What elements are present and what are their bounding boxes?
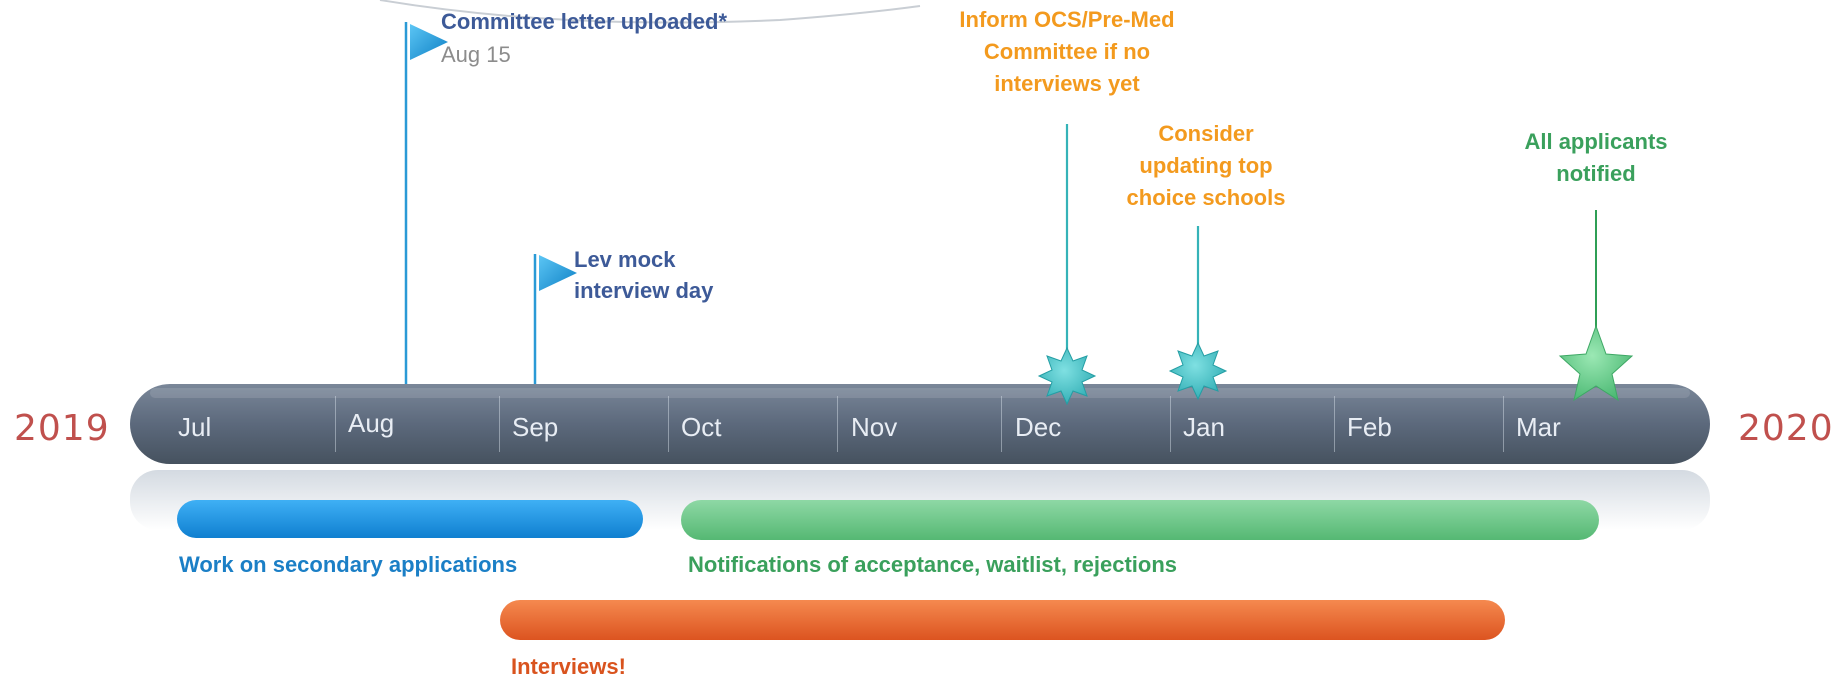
month-label: Jul bbox=[178, 412, 212, 442]
month-separator bbox=[499, 396, 500, 452]
inform-ocs-line: interviews yet bbox=[994, 71, 1140, 96]
star-icon bbox=[1558, 324, 1634, 402]
month-label: Nov bbox=[851, 412, 898, 442]
timeline-bar bbox=[130, 384, 1710, 464]
flag-icon bbox=[539, 255, 577, 291]
end-year: 2020 bbox=[1738, 408, 1834, 449]
secondary-applications-label: Work on secondary applications bbox=[179, 552, 518, 577]
month-separator bbox=[1170, 396, 1171, 452]
month-label: Oct bbox=[681, 412, 722, 442]
notifications-bar bbox=[681, 500, 1599, 540]
lev-mock-line: Lev mock bbox=[574, 247, 676, 272]
decorative-arc bbox=[379, 0, 921, 24]
consider-updating-line: Consider bbox=[1158, 121, 1254, 146]
secondary-applications-bar bbox=[177, 500, 643, 538]
month-label: Jan bbox=[1183, 412, 1225, 442]
month-separator bbox=[1001, 396, 1002, 452]
lev-mock-line: interview day bbox=[574, 278, 714, 303]
inform-ocs-line: Committee if no bbox=[983, 39, 1151, 64]
committee-letter-date: Aug 15 bbox=[441, 42, 511, 67]
month-label: Sep bbox=[512, 412, 559, 442]
month-separator bbox=[1334, 396, 1335, 452]
committee-letter-title: Committee letter uploaded* bbox=[441, 9, 728, 34]
month-label: Dec bbox=[1015, 412, 1062, 442]
flag-icon bbox=[410, 24, 448, 60]
notifications-label: Notifications of acceptance, waitlist, r… bbox=[688, 552, 1178, 577]
month-separator bbox=[335, 396, 336, 452]
consider-updating-label: Consider updating top choice schools bbox=[1076, 118, 1336, 214]
interviews-bar bbox=[500, 600, 1505, 640]
inform-ocs-line: Inform OCS/Pre-Med bbox=[959, 7, 1175, 32]
all-notified-line: notified bbox=[1556, 161, 1636, 186]
star-burst-icon bbox=[1168, 341, 1228, 401]
month-separator bbox=[1503, 396, 1504, 452]
month-label: Aug bbox=[348, 408, 395, 438]
month-separator bbox=[837, 396, 838, 452]
start-year: 2019 bbox=[14, 408, 110, 449]
interviews-label: Interviews! bbox=[511, 654, 626, 679]
all-notified-line: All applicants bbox=[1524, 129, 1668, 154]
inform-ocs-label: Inform OCS/Pre-Med Committee if no inter… bbox=[917, 4, 1217, 100]
month-separator bbox=[668, 396, 669, 452]
all-notified-label: All applicants notified bbox=[1476, 126, 1716, 190]
month-label: Mar bbox=[1516, 412, 1561, 442]
month-label: Feb bbox=[1347, 412, 1392, 442]
consider-updating-line: choice schools bbox=[1126, 185, 1286, 210]
star-burst-icon bbox=[1037, 346, 1097, 406]
lev-mock-label: Lev mock interview day bbox=[574, 244, 713, 306]
consider-updating-line: updating top bbox=[1139, 153, 1273, 178]
